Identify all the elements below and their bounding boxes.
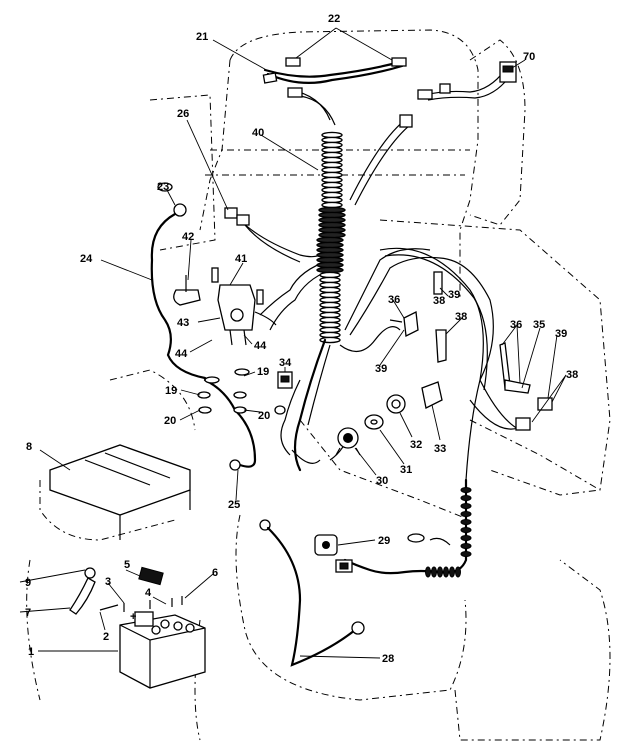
callout-30: 30 — [376, 475, 388, 487]
bracket-cluster-center — [389, 271, 447, 363]
callout-31: 31 — [400, 464, 412, 476]
callout-19b: 19 — [257, 366, 269, 378]
callout-26: 26 — [177, 108, 189, 120]
battery-hardware — [69, 566, 183, 615]
callout-8: 8 — [26, 441, 32, 453]
callout-36a: 36 — [388, 294, 400, 306]
callout-35: 35 — [533, 319, 545, 331]
battery-1 — [119, 611, 206, 689]
callout-36b: 36 — [510, 319, 522, 331]
callout-43: 43 — [177, 317, 189, 329]
callout-25: 25 — [228, 499, 240, 511]
ignition-switch-30 — [335, 427, 361, 456]
bracket-42 — [173, 275, 201, 306]
bracket-cluster-right — [499, 342, 553, 431]
callout-70: 70 — [523, 51, 535, 63]
connector-29 — [314, 534, 353, 573]
callout-33: 33 — [434, 443, 446, 455]
cable-25 — [203, 378, 257, 471]
harness-connectors-upper — [224, 57, 517, 226]
tail-coil — [425, 487, 472, 578]
callout-44b: 44 — [254, 340, 267, 352]
callout-21: 21 — [196, 31, 208, 43]
callout-19a: 19 — [165, 385, 177, 397]
callout-29: 29 — [378, 535, 390, 547]
callout-3: 3 — [105, 576, 111, 588]
callout-1: 1 — [28, 646, 34, 658]
callout-20b: 20 — [258, 410, 270, 422]
callout-41: 41 — [235, 253, 247, 265]
solenoid-43 — [211, 267, 277, 346]
callout-4: 4 — [145, 587, 152, 599]
callout-labels: 1 2 3 4 5 6 7 8 9 19 19 20 20 21 22 23 2… — [25, 13, 578, 665]
callout-39c: 39 — [555, 328, 567, 340]
callout-9: 9 — [25, 577, 31, 589]
callout-39a: 39 — [375, 363, 387, 375]
callout-6: 6 — [212, 567, 218, 579]
wire-loom-40 — [316, 131, 346, 344]
callout-40: 40 — [252, 127, 264, 139]
callout-28: 28 — [382, 653, 394, 665]
harness-lower-branch — [280, 247, 526, 481]
leader-lines — [19, 27, 567, 659]
callout-2: 2 — [103, 631, 109, 643]
callout-34: 34 — [279, 357, 292, 369]
battery-terminal-mark: + — [130, 611, 136, 623]
bracket-33 — [421, 381, 443, 409]
battery-tray-8 — [39, 444, 191, 541]
callout-44a: 44 — [175, 348, 188, 360]
switch-34 — [277, 371, 293, 389]
ground-cable-24 — [150, 182, 207, 380]
callout-38a: 38 — [455, 311, 467, 323]
ground-cable-28 — [259, 519, 365, 667]
callout-22: 22 — [328, 13, 340, 25]
callout-32: 32 — [410, 439, 422, 451]
callout-7: 7 — [25, 607, 31, 619]
callout-42: 42 — [182, 231, 194, 243]
callout-24: 24 — [80, 253, 93, 265]
callout-20a: 20 — [164, 415, 176, 427]
harness-tail-29 — [343, 478, 468, 575]
hardware-washers — [197, 368, 286, 415]
callout-5: 5 — [124, 559, 130, 571]
callout-38b: 38 — [566, 369, 578, 381]
callout-38c: 38 — [433, 295, 445, 307]
callout-39b: 39 — [448, 289, 460, 301]
callout-23: 23 — [157, 181, 169, 193]
washer-31-nut-32 — [364, 394, 406, 430]
